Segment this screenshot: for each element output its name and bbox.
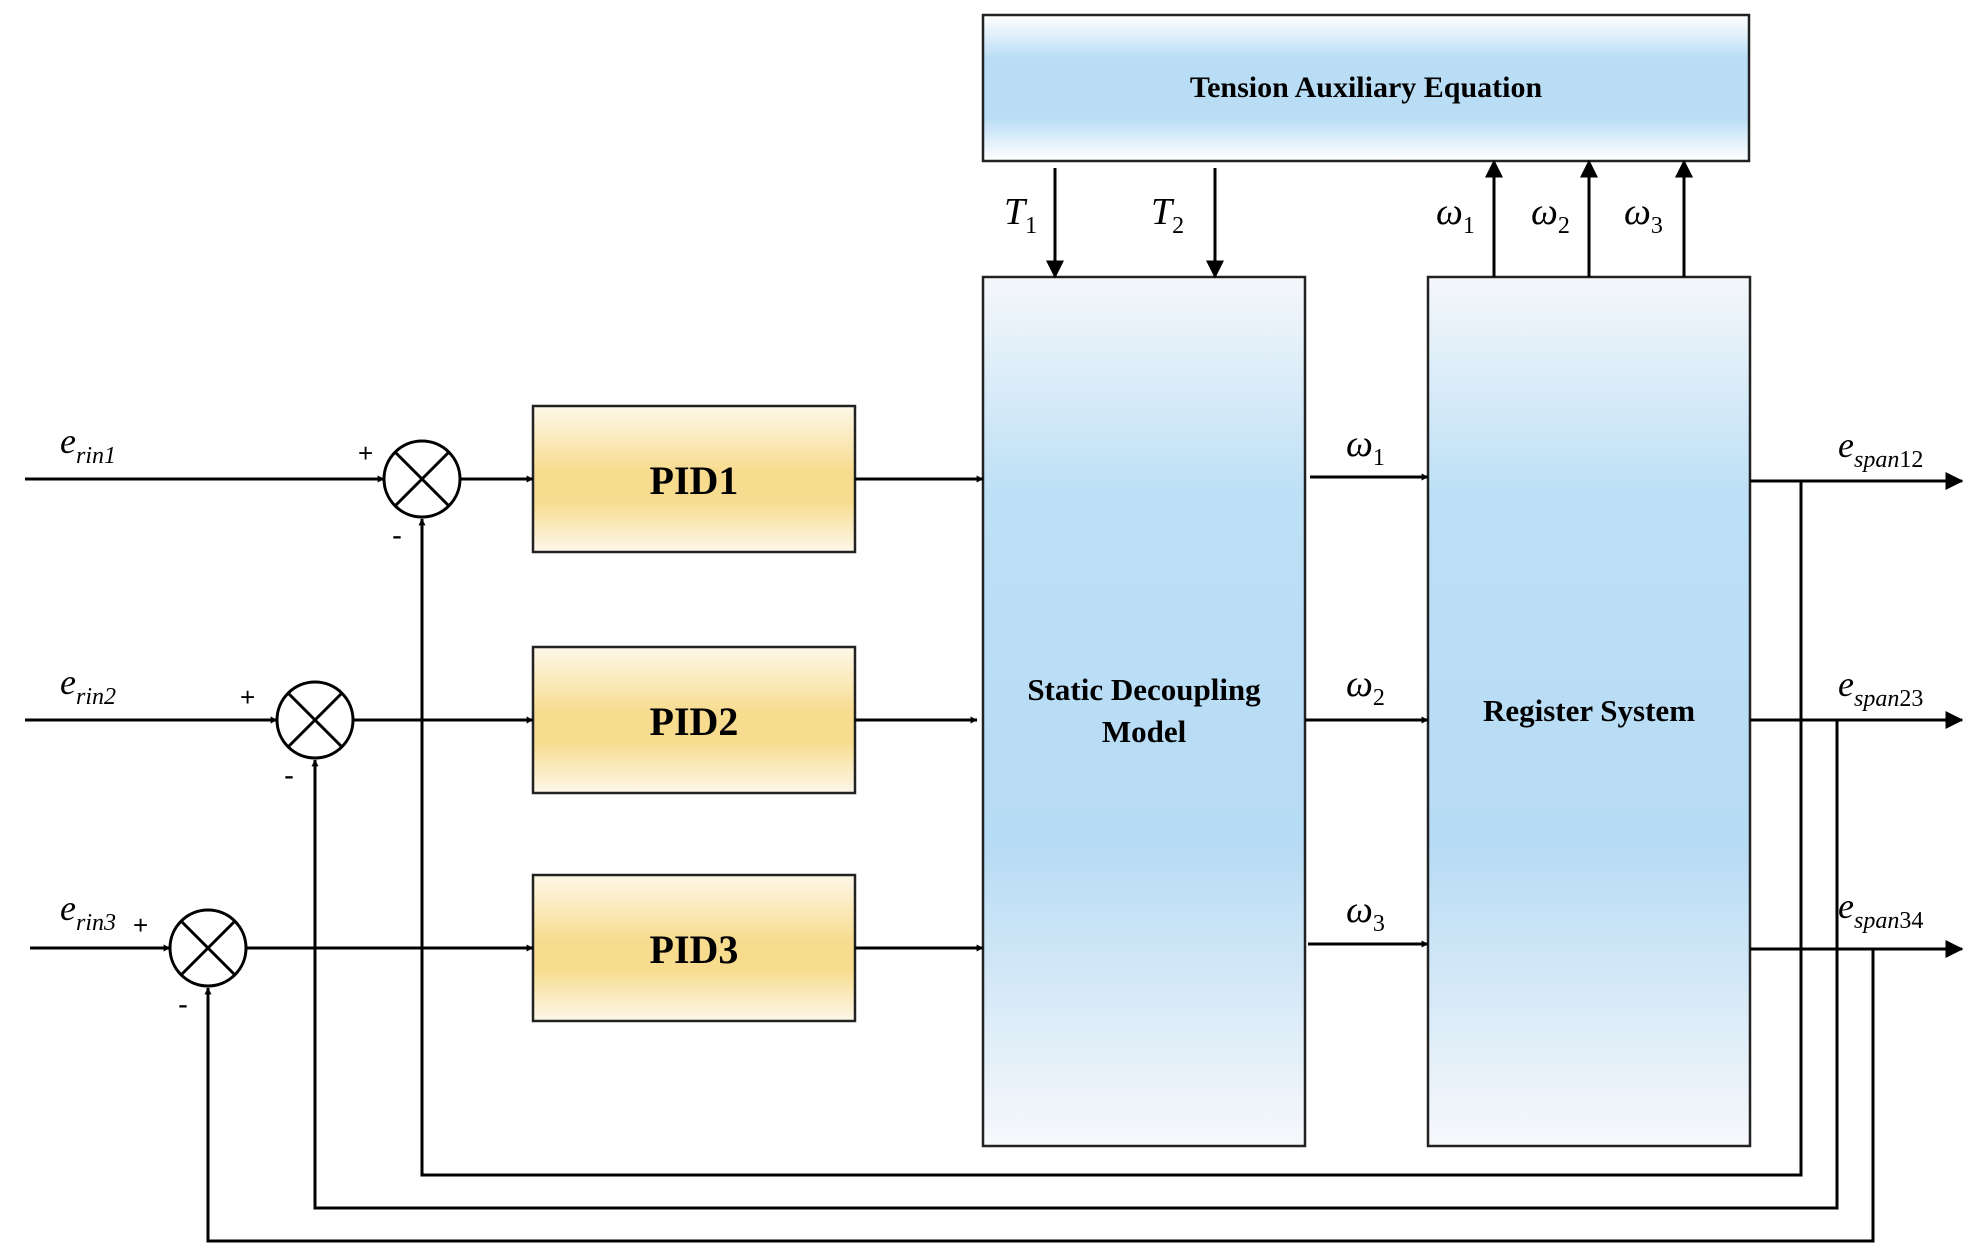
tension-auxiliary-equation-block: Tension Auxiliary Equation — [981, 13, 1751, 163]
pid2-label: PID2 — [650, 699, 739, 744]
output-label-23: espan23 — [1838, 664, 1923, 712]
plus-sign-2: + — [240, 682, 255, 712]
omega-top-label-2: ω2 — [1531, 191, 1570, 239]
pid1-label: PID1 — [650, 458, 739, 503]
input-label-1: erin1 — [60, 421, 116, 469]
feedback-loop-1 — [418, 481, 1803, 1177]
pid2-block: PID2 — [531, 645, 857, 795]
plus-sign-3: + — [133, 910, 148, 940]
minus-sign-3: - — [178, 988, 188, 1021]
tension-label-2: T2 — [1151, 191, 1184, 239]
sdm-label-line2: Model — [1102, 714, 1187, 749]
tension-label-1: T1 — [1004, 191, 1037, 239]
sdm-label-line1: Static Decoupling — [1027, 672, 1261, 707]
pid3-label: PID3 — [650, 927, 739, 972]
summing-junction-3 — [168, 908, 248, 988]
output-label-12: espan12 — [1838, 425, 1923, 473]
omega-mid-label-3: ω3 — [1346, 889, 1385, 937]
tension-block-label: Tension Auxiliary Equation — [1190, 71, 1543, 104]
pid3-block: PID3 — [531, 873, 857, 1023]
omega-top-label-3: ω3 — [1624, 191, 1663, 239]
static-decoupling-model-block: Static Decoupling Model — [981, 275, 1307, 1148]
register-system-block: Register System — [1426, 275, 1752, 1148]
plus-sign-1: + — [358, 438, 373, 468]
pid1-block: PID1 — [531, 404, 857, 554]
input-label-3: erin3 — [60, 888, 116, 936]
minus-sign-1: - — [392, 519, 402, 552]
summing-junction-1 — [382, 439, 462, 519]
feedback-loop-3 — [204, 949, 1875, 1243]
register-label: Register System — [1483, 693, 1695, 728]
output-label-34: espan34 — [1838, 886, 1923, 934]
omega-top-label-1: ω1 — [1436, 191, 1475, 239]
input-label-2: erin2 — [60, 662, 116, 710]
omega-mid-label-2: ω2 — [1346, 663, 1385, 711]
minus-sign-2: - — [284, 759, 294, 792]
feedback-loop-2 — [311, 720, 1839, 1210]
omega-mid-label-1: ω1 — [1346, 423, 1385, 471]
summing-junction-2 — [275, 680, 355, 760]
